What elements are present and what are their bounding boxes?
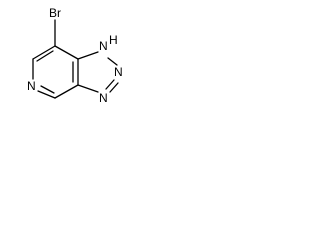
atom-label-n1: N <box>99 39 108 53</box>
bond-c3a-c7a <box>72 58 79 86</box>
chemical-structure: Br N H N N N <box>27 6 123 105</box>
bond-n1-n2 <box>107 57 118 66</box>
bond-n2-n3 <box>105 79 119 93</box>
atom-label-n2: N <box>114 65 123 79</box>
bond-c7a-c7 <box>54 45 79 60</box>
atom-label-br: Br <box>49 6 61 20</box>
bond-n3-c3a <box>77 84 99 93</box>
bond-c4-c3a <box>54 84 79 99</box>
atom-label-n-pyridine: N <box>27 79 36 93</box>
bond-c7-c6 <box>32 45 56 62</box>
bond-c7a-n1 <box>77 51 99 60</box>
atom-label-h1: H <box>109 33 118 47</box>
atom-label-n3: N <box>99 91 108 105</box>
bond-n5-c4 <box>37 85 56 99</box>
